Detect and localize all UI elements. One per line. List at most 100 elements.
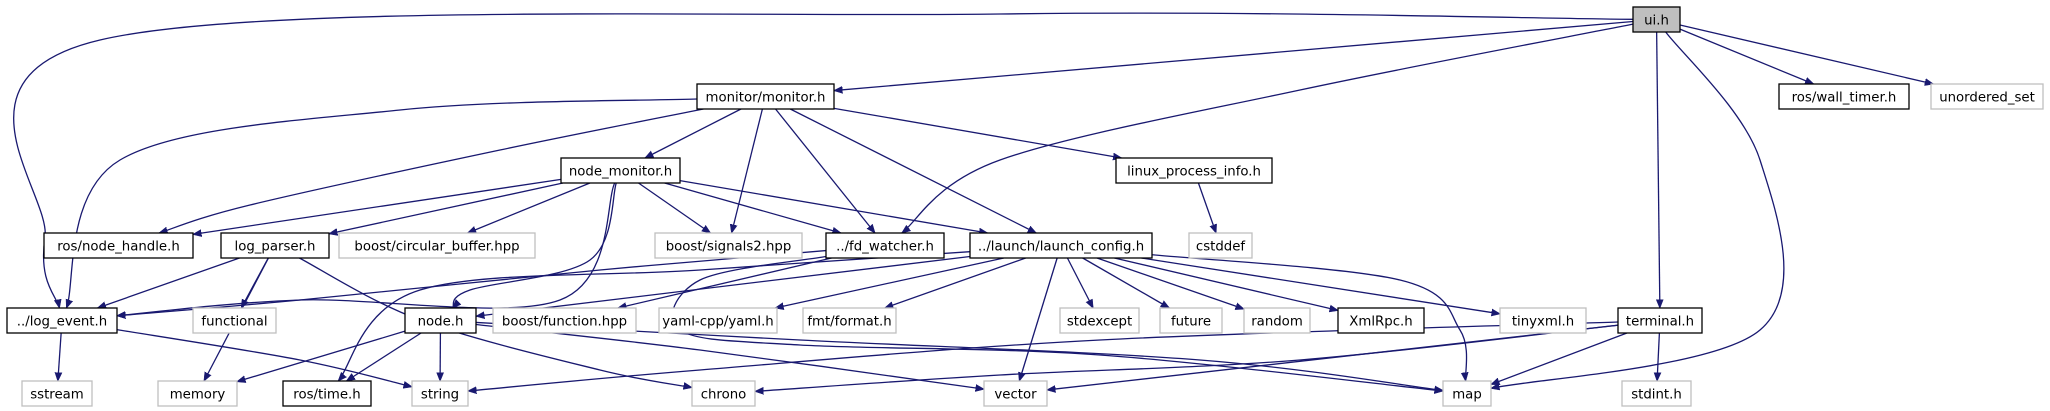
node-boost-function: boost/function.hpp [492, 307, 637, 334]
node-ros-time[interactable]: ros/time.h [282, 380, 372, 407]
edge-node_monitor-to-circular_buffer [468, 182, 591, 234]
node-box [696, 83, 835, 110]
node-box [658, 307, 778, 334]
edge-node_monitor-to-node_handle [193, 178, 562, 234]
edge-launch_config-to-xmlrpc [1114, 257, 1338, 310]
edge-launch_config-to-tinyxml [1141, 257, 1500, 314]
edge-terminal-to-stdint [1657, 332, 1659, 381]
node-functional: functional [192, 307, 277, 334]
edge-node-to-ros_time [346, 332, 422, 381]
edge-fd_watcher-to-boost_function [618, 257, 832, 308]
node-log-parser[interactable]: log_parser.h [220, 232, 330, 259]
node-box [338, 232, 536, 259]
node-vector: vector [983, 380, 1048, 407]
node-box [404, 307, 477, 334]
edge-monitor-to-signals2 [732, 108, 764, 233]
node-box [1337, 307, 1425, 334]
node-box [43, 232, 194, 259]
node-label: ros/node_handle.h [57, 239, 180, 254]
node-label: XmlRpc.h [1349, 314, 1412, 329]
node-tinyxml: tinyxml.h [1499, 307, 1587, 334]
edge-monitor-to-node_handle [159, 108, 704, 233]
node-node[interactable]: node.h [404, 307, 477, 334]
edge-node_monitor-to-signals2 [638, 182, 711, 233]
node-future: future [1159, 307, 1223, 334]
node-label: linux_process_info.h [1127, 164, 1261, 179]
node-box [825, 232, 945, 259]
node-box [1930, 83, 2044, 110]
node-label: sstream [30, 387, 84, 402]
edge-node-to-memory [237, 330, 406, 381]
edge-monitor-to-node_monitor [645, 108, 742, 159]
edge-node_monitor-to-log_parser [329, 182, 564, 234]
edge-ui-to-log_event [13, 12, 1634, 308]
node-linux-process-info[interactable]: linux_process_info.h [1115, 157, 1273, 184]
node-box [1159, 307, 1223, 334]
node-monitor[interactable]: monitor/monitor.h [696, 83, 835, 110]
node-wall-timer[interactable]: ros/wall_timer.h [1778, 83, 1910, 110]
node-launch-config[interactable]: ../launch/launch_config.h [969, 232, 1153, 259]
edge-ui-to-map [1491, 31, 1785, 388]
edge-log_event-to-sstream [58, 332, 61, 381]
node-cstddef: cstddef [1188, 232, 1253, 259]
node-label: functional [201, 314, 267, 329]
node-box [492, 307, 637, 334]
node-stdint: stdint.h [1621, 380, 1692, 407]
edge-log_event-to-string [116, 328, 412, 387]
node-log-event[interactable]: ../log_event.h [6, 307, 118, 334]
node-label: monitor/monitor.h [706, 90, 826, 105]
node-yaml: yaml-cpp/yaml.h [658, 307, 778, 334]
node-box [157, 380, 238, 407]
node-circular-buffer: boost/circular_buffer.hpp [338, 232, 536, 259]
node-label: node.h [418, 314, 464, 329]
edge-terminal-to-vector [1047, 324, 1619, 390]
edge-node_monitor-to-fd_watcher [664, 182, 841, 233]
node-box [1499, 307, 1587, 334]
node-xmlrpc[interactable]: XmlRpc.h [1337, 307, 1425, 334]
edge-node_monitor-to-launch_config [679, 179, 988, 233]
node-label: ../launch/launch_config.h [978, 239, 1144, 254]
edge-launch_config-to-future [1082, 257, 1170, 309]
node-box [1188, 232, 1253, 259]
node-node-handle[interactable]: ros/node_handle.h [43, 232, 194, 259]
node-node-monitor[interactable]: node_monitor.h [560, 157, 681, 184]
edge-launch_config-to-vector [1019, 257, 1058, 381]
node-label: cstddef [1196, 239, 1246, 254]
node-fd-watcher[interactable]: ../fd_watcher.h [825, 232, 945, 259]
node-label: ui.h [1644, 13, 1669, 28]
node-box [1115, 157, 1273, 184]
node-box [560, 157, 681, 184]
node-random: random [1243, 307, 1311, 334]
edge-log_parser-to-chrono [299, 257, 692, 388]
node-ui: ui.h [1632, 6, 1681, 33]
node-label: ../log_event.h [17, 314, 107, 329]
edge-node-to-vector [475, 323, 984, 390]
edge-monitor-to-launch_config [789, 108, 1036, 234]
node-box [983, 380, 1048, 407]
edges-layer [13, 12, 1934, 391]
node-box [1778, 83, 1910, 110]
node-label: log_parser.h [235, 239, 316, 254]
node-box [192, 307, 277, 334]
node-label: vector [994, 387, 1037, 402]
node-box [802, 307, 897, 334]
node-memory: memory [157, 380, 238, 407]
node-terminal[interactable]: terminal.h [1617, 307, 1703, 334]
node-box [6, 307, 118, 334]
node-label: future [1171, 314, 1211, 329]
node-fmt: fmt/format.h [802, 307, 897, 334]
node-label: ../fd_watcher.h [836, 239, 934, 254]
node-label: boost/signals2.hpp [666, 239, 792, 254]
node-box [1059, 307, 1140, 334]
node-label: boost/circular_buffer.hpp [354, 239, 519, 254]
node-box [1617, 307, 1703, 334]
node-label: string [421, 387, 459, 402]
edge-monitor-to-log_event [67, 98, 698, 308]
edge-log_parser-to-log_event [98, 257, 240, 308]
node-box [1621, 380, 1692, 407]
node-box [1442, 380, 1492, 407]
node-label: tinyxml.h [1512, 314, 1574, 329]
edge-linux_process_info-to-cstddef [1197, 182, 1216, 233]
node-box [220, 232, 330, 259]
